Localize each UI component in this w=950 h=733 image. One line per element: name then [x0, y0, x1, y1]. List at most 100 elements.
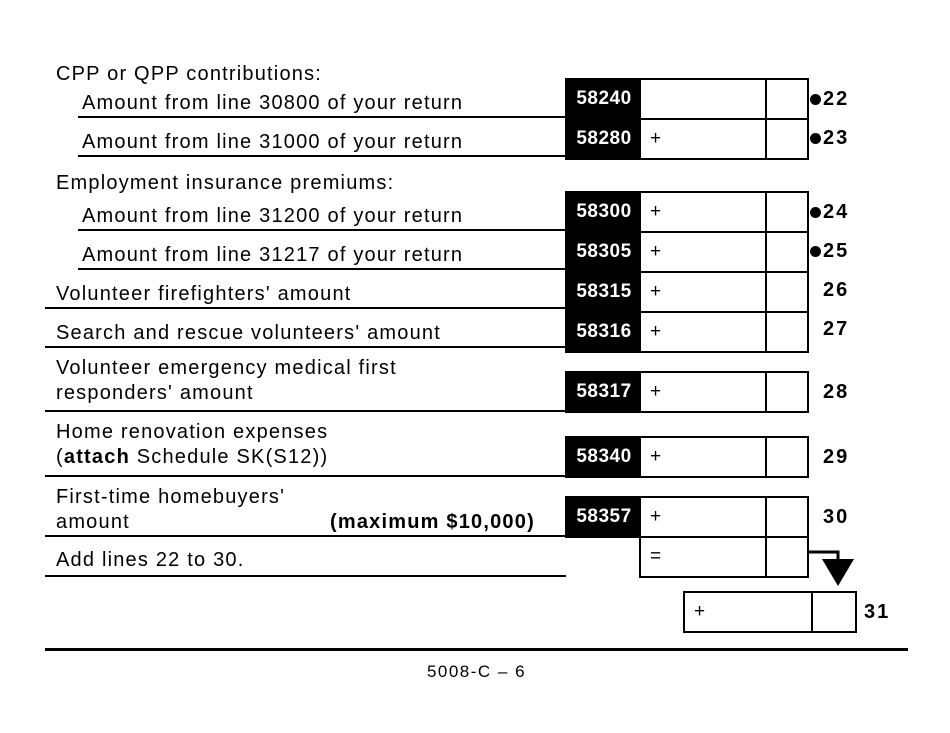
- cents-field-28[interactable]: [767, 373, 807, 411]
- line-marker-28: 28: [810, 372, 849, 412]
- bullet-icon: [810, 245, 821, 257]
- cents-field-26[interactable]: [767, 273, 807, 311]
- underline: [45, 346, 566, 348]
- field-code-29: 58340: [567, 438, 641, 476]
- cents-field-27[interactable]: [767, 313, 807, 351]
- amount-field-26[interactable]: +: [641, 273, 767, 311]
- line-marker-24: 24: [810, 192, 849, 232]
- underline: [45, 307, 566, 309]
- amount-field-25[interactable]: +: [641, 233, 767, 271]
- line-number-30: 30: [823, 505, 850, 528]
- box-row-22: 58240: [567, 80, 807, 118]
- operator-29: +: [650, 446, 662, 467]
- amount-field-24[interactable]: +: [641, 193, 767, 231]
- line-number-31: 31: [864, 600, 891, 623]
- equals-operator: =: [650, 546, 662, 567]
- box-row-29: 58340 +: [567, 438, 807, 476]
- operator-23: +: [650, 128, 662, 149]
- row-label-26: Volunteer firefighters' amount: [56, 283, 352, 305]
- box-block-30: 58357 +: [565, 496, 809, 538]
- add-lines-label: Add lines 22 to 30.: [56, 549, 245, 571]
- line-marker-31: 31: [864, 592, 890, 632]
- cents-field-29[interactable]: [767, 438, 807, 476]
- line-marker-27: 27: [810, 309, 849, 349]
- field-code-24: 58300: [567, 193, 641, 231]
- box-row-25: 58305 +: [567, 231, 807, 271]
- section-header-cpp: CPP or QPP contributions:: [56, 63, 323, 85]
- row-label-22: Amount from line 30800 of your return: [82, 92, 464, 114]
- underline: [78, 268, 566, 270]
- row-label-28-line2: responders' amount: [56, 382, 254, 404]
- cents-field-22[interactable]: [767, 80, 807, 118]
- maximum-note: (maximum $10,000): [330, 511, 535, 533]
- amount-field-31[interactable]: +: [685, 593, 813, 631]
- row-label-29-line2: (attach Schedule SK(S12)): [56, 446, 329, 468]
- amount-field-29[interactable]: +: [641, 438, 767, 476]
- line31-box: +: [683, 591, 857, 633]
- box-block-24-27: 58300 + 58305 + 58315 + 58316 +: [565, 191, 809, 353]
- row-label-25: Amount from line 31217 of your return: [82, 244, 464, 266]
- total-amount-field[interactable]: =: [641, 538, 767, 576]
- cents-field-24[interactable]: [767, 193, 807, 231]
- amount-field-23[interactable]: +: [641, 120, 767, 158]
- box-row-total: =: [641, 538, 807, 576]
- box-row-28: 58317 +: [567, 373, 807, 411]
- box-row-31: +: [685, 593, 855, 631]
- box-row-26: 58315 +: [567, 271, 807, 311]
- total-cents-field[interactable]: [767, 538, 807, 576]
- field-code-23: 58280: [567, 120, 641, 158]
- box-row-27: 58316 +: [567, 311, 807, 351]
- bullet-icon: [810, 93, 821, 105]
- bullet-icon: [810, 206, 821, 218]
- underline: [78, 116, 566, 118]
- cents-field-31[interactable]: [813, 593, 855, 631]
- box-row-30: 58357 +: [567, 498, 807, 536]
- operator-30: +: [650, 506, 662, 527]
- row-label-28-line1: Volunteer emergency medical first: [56, 357, 397, 379]
- down-arrow-icon: [809, 550, 854, 586]
- box-block-22-23: 58240 58280 +: [565, 78, 809, 160]
- row-label-27: Search and rescue volunteers' amount: [56, 322, 441, 344]
- page-footer: 5008-C – 6: [426, 662, 527, 681]
- amount-field-22[interactable]: [641, 80, 767, 118]
- line-marker-26: 26: [810, 270, 849, 310]
- cents-field-30[interactable]: [767, 498, 807, 536]
- amount-field-28[interactable]: +: [641, 373, 767, 411]
- line-number-28: 28: [823, 380, 850, 403]
- field-code-30: 58357: [567, 498, 641, 536]
- operator-24: +: [650, 201, 662, 222]
- row-label-29-line1: Home renovation expenses: [56, 421, 329, 443]
- field-code-22: 58240: [567, 80, 641, 118]
- line-number-24: 24: [823, 200, 850, 223]
- line-marker-22: 22: [810, 79, 849, 119]
- operator-25: +: [650, 241, 662, 262]
- line-marker-30: 30: [810, 497, 849, 537]
- field-code-26: 58315: [567, 273, 641, 311]
- line-number-29: 29: [823, 445, 850, 468]
- bullet-icon: [810, 132, 821, 144]
- underline: [78, 155, 566, 157]
- underline: [78, 229, 566, 231]
- line-number-23: 23: [823, 126, 850, 149]
- box-row-24: 58300 +: [567, 193, 807, 231]
- row-label-30-line1: First-time homebuyers': [56, 486, 286, 508]
- underline: [45, 575, 566, 577]
- amount-field-30[interactable]: +: [641, 498, 767, 536]
- operator-26: +: [650, 281, 662, 302]
- operator-28: +: [650, 381, 662, 402]
- box-block-28: 58317 +: [565, 371, 809, 413]
- underline: [45, 475, 566, 477]
- box-row-23: 58280 +: [567, 118, 807, 158]
- cents-field-23[interactable]: [767, 120, 807, 158]
- amount-field-27[interactable]: +: [641, 313, 767, 351]
- row-label-23: Amount from line 31000 of your return: [82, 131, 464, 153]
- cents-field-25[interactable]: [767, 233, 807, 271]
- total-box: =: [639, 536, 809, 578]
- line-number-25: 25: [823, 239, 850, 262]
- line-marker-29: 29: [810, 437, 849, 477]
- row-label-24: Amount from line 31200 of your return: [82, 205, 464, 227]
- box-block-29: 58340 +: [565, 436, 809, 478]
- field-code-27: 58316: [567, 313, 641, 351]
- underline: [45, 410, 566, 412]
